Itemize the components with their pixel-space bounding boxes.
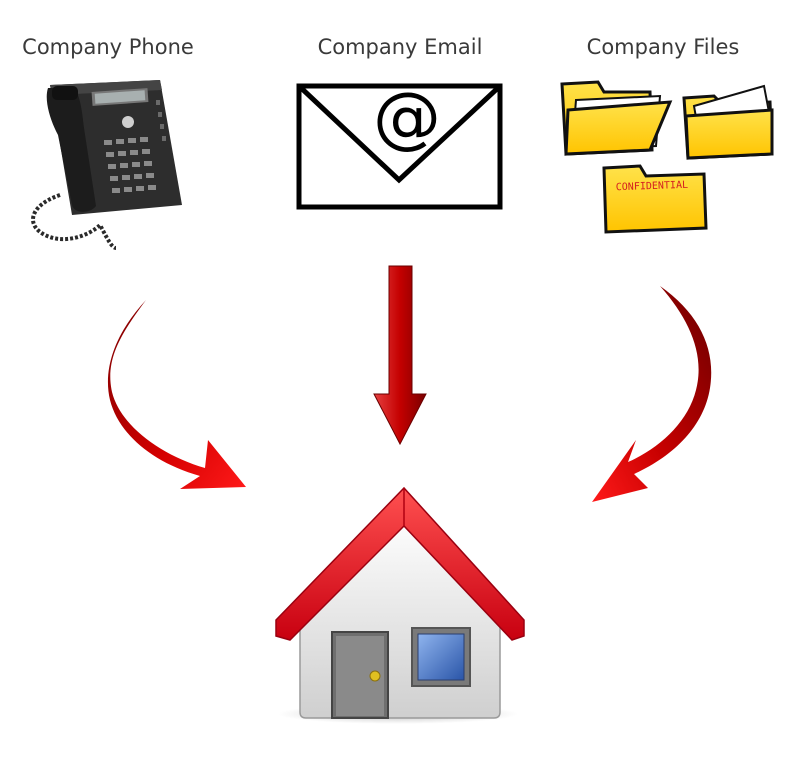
folders-icon: CONFIDENTIAL	[560, 80, 774, 234]
folder-confidential: CONFIDENTIAL	[602, 164, 708, 234]
house-icon	[275, 486, 525, 724]
arrow-center	[373, 265, 427, 446]
files-label: Company Files	[587, 35, 740, 59]
folder-left	[560, 80, 673, 156]
arrow-right	[592, 286, 712, 502]
envelope-icon: @	[296, 78, 503, 210]
desk-phone-icon	[31, 80, 182, 250]
email-label: Company Email	[318, 35, 483, 59]
folder-right	[682, 84, 774, 160]
arrow-left	[107, 300, 247, 489]
at-sign: @	[373, 78, 441, 157]
phone-label: Company Phone	[22, 35, 194, 59]
confidential-stamp: CONFIDENTIAL	[616, 180, 689, 194]
door-knob	[369, 670, 381, 682]
